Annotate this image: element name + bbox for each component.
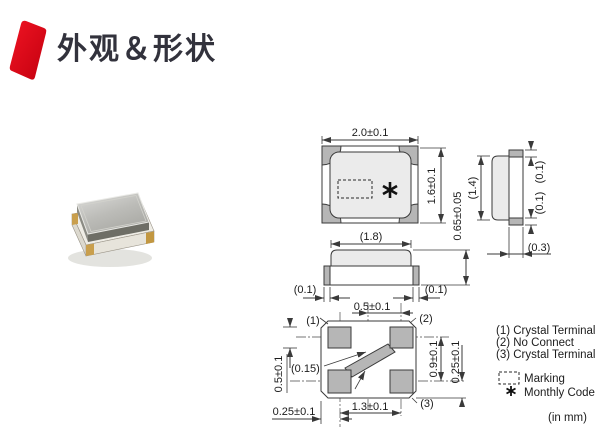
terminal-pad-3 [389, 369, 414, 394]
dim-lid-width: (1.8) [360, 231, 383, 243]
terminal-2-label: (2) [419, 313, 432, 325]
dim-pad-offset-bottom: 0.25±0.1 [273, 406, 316, 418]
marking-area-box [337, 179, 373, 199]
dim-top-height: 1.6±0.1 [426, 168, 438, 205]
front-view: (1.8) 0.65±0.05 (0.1) (0.1) [294, 192, 470, 302]
side-terminal [412, 265, 420, 286]
dim-side-lid-height: (1.4) [467, 177, 479, 200]
dim-front-pad-right: (0.1) [425, 284, 448, 296]
asterisk-icon [382, 182, 398, 198]
page-title: 外观＆形状 [57, 33, 217, 66]
dim-pad-width: 0.5±0.1 [354, 301, 391, 313]
dim-top-width: 2.0±0.1 [352, 127, 389, 139]
red-flag-icon [9, 20, 47, 80]
top-view: 2.0±0.1 1.6±0.1 [321, 127, 446, 224]
legend-terminal-3: (3) Crystal Terminal [496, 349, 595, 361]
terminal-1-label: (1) [306, 315, 319, 327]
legend-terminal-2: (2) No Connect [496, 337, 575, 349]
dim-side-pad-depth: (0.3) [528, 242, 551, 254]
bottom-view: (1) (2) (3) 0.5±0.1 0.5±0.1 0.9±0.1 0. [272, 301, 466, 427]
dim-pad-pitch-horizontal: 1.3±0.1 [352, 401, 389, 413]
side-terminal [508, 149, 524, 158]
terminal-pad-2 [389, 326, 414, 349]
gold-terminal [72, 212, 78, 225]
marking-legend-box [498, 371, 520, 385]
side-terminal [323, 265, 331, 286]
legend-monthly-code-label: Monthly Code [524, 387, 595, 399]
dim-front-pad-left: (0.1) [294, 284, 317, 296]
legend-marking-label: Marking [524, 373, 565, 385]
dim-body-height: 0.65±0.05 [452, 192, 464, 241]
dim-side-pad-bottom: (0.1) [534, 192, 546, 215]
asterisk-icon [506, 386, 516, 396]
component-photo [68, 192, 155, 267]
page-header: 外观＆形状 [0, 0, 610, 90]
dim-pad-offset-right: 0.25±0.1 [450, 341, 462, 384]
unit-note: (in mm) [548, 412, 587, 424]
dim-pad-pitch-vertical: 0.9±0.1 [428, 341, 440, 378]
legend: (1) Crystal Terminal (2) No Connect (3) … [496, 325, 595, 424]
metal-lid [76, 192, 150, 242]
legend-terminal-1: (1) Crystal Terminal [496, 325, 595, 337]
terminal-3-label: (3) [420, 398, 433, 410]
dim-trace-width: (0.15) [291, 363, 320, 375]
gold-terminal [86, 243, 94, 256]
terminal-pad-crystal [327, 369, 352, 394]
terminal-pad-1 [327, 326, 352, 349]
dim-side-pad-top: (0.1) [534, 161, 546, 184]
dim-pad-height: 0.5±0.1 [273, 356, 285, 393]
side-terminal [508, 217, 524, 226]
side-view: (1.4) (0.1) (0.1) (0.3) [467, 141, 551, 258]
gold-terminal [146, 231, 154, 244]
